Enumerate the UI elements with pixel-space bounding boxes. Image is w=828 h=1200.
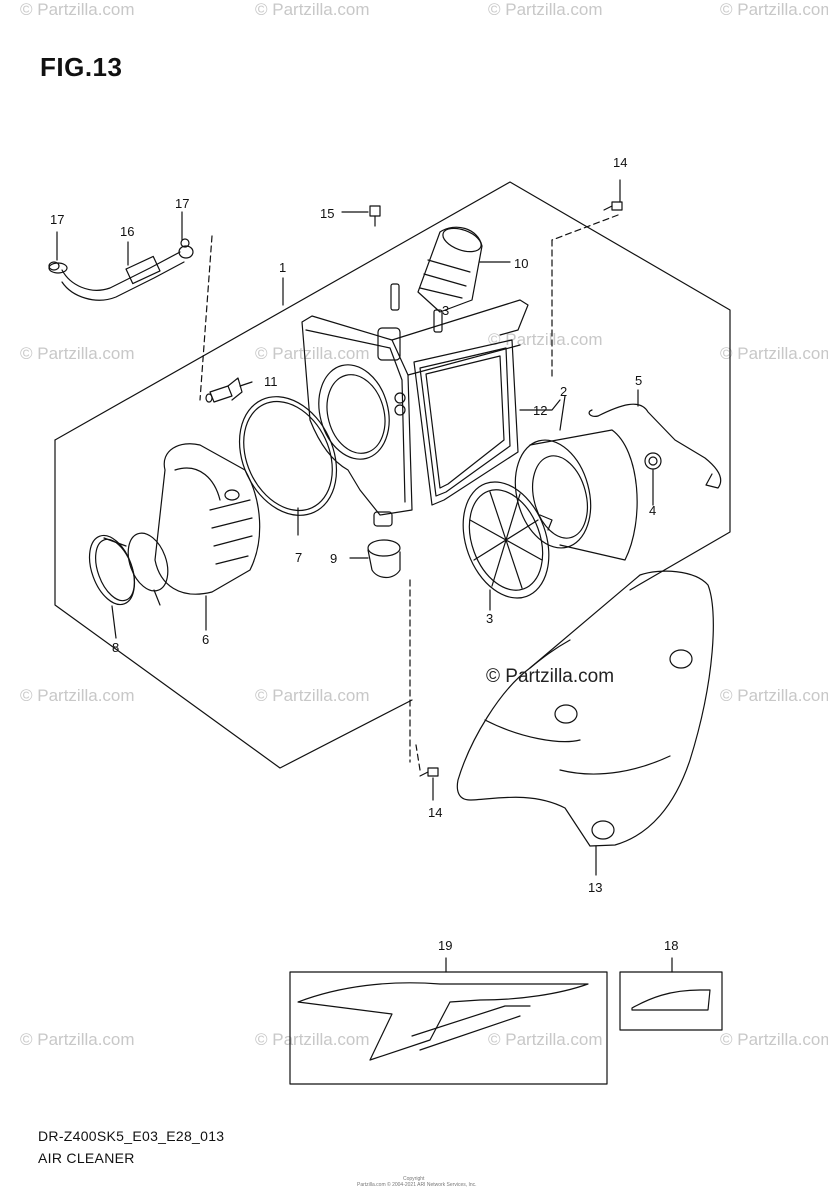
watermark: © Partzilla.com bbox=[20, 344, 135, 363]
watermark: © Partzilla.com bbox=[255, 686, 370, 705]
decal-18 bbox=[619, 971, 723, 1031]
side-cover-13 bbox=[456, 570, 714, 847]
callout-8: 8 bbox=[112, 640, 120, 655]
watermark: © Partzilla.com bbox=[255, 1030, 370, 1049]
watermark: © Partzilla.com bbox=[720, 0, 828, 19]
filter-cage-3 bbox=[462, 481, 553, 599]
clip-17-right bbox=[180, 238, 190, 248]
watermark: © Partzilla.com bbox=[488, 330, 603, 349]
intake-tube-6 bbox=[154, 443, 261, 595]
watermark: © Partzilla.com bbox=[20, 0, 135, 19]
callout-13: 13 bbox=[588, 880, 603, 895]
gasket-12 bbox=[413, 339, 519, 506]
callout-4: 4 bbox=[649, 503, 657, 518]
callout-14-bottom: 14 bbox=[428, 805, 443, 820]
section-name: AIR CLEANER bbox=[38, 1150, 135, 1166]
callout-12: 12 bbox=[533, 403, 548, 418]
callout-5: 5 bbox=[635, 373, 643, 388]
spring-5 bbox=[588, 403, 722, 489]
callout-16: 16 bbox=[120, 224, 135, 239]
filter-element-2 bbox=[514, 429, 638, 561]
assembly-boundary bbox=[54, 181, 731, 769]
rivets bbox=[390, 283, 443, 333]
bolt-14-upper bbox=[603, 201, 623, 211]
watermark: © Partzilla.com bbox=[20, 686, 135, 705]
callout-7: 7 bbox=[295, 550, 303, 565]
vent-hose-16 bbox=[48, 245, 194, 301]
copyright-line-2: Partzilla.com © 2004-2021 ARI Network Se… bbox=[357, 1182, 477, 1188]
watermark-strong: © Partzilla.com bbox=[486, 666, 615, 687]
watermark: © Partzilla.com bbox=[255, 344, 370, 363]
callout-10: 10 bbox=[514, 256, 529, 271]
boot-collar bbox=[127, 532, 169, 606]
model-code: DR-Z400SK5_E03_E28_013 bbox=[38, 1128, 225, 1144]
bolt-15 bbox=[369, 205, 381, 227]
callout-18: 18 bbox=[664, 938, 679, 953]
callout-3-top: 3 bbox=[442, 303, 450, 318]
copyright-line-1: Copyright bbox=[403, 1176, 425, 1182]
callout-15: 15 bbox=[320, 206, 335, 221]
snorkel-10 bbox=[417, 226, 483, 313]
clamp-8 bbox=[88, 534, 136, 606]
watermark: © Partzilla.com bbox=[20, 1030, 135, 1049]
watermark: © Partzilla.com bbox=[720, 686, 828, 705]
seal-9 bbox=[367, 539, 401, 579]
callout-11: 11 bbox=[264, 374, 278, 389]
callout-17-right: 17 bbox=[175, 196, 190, 211]
bolt-14-lower bbox=[419, 767, 439, 777]
ring-7 bbox=[238, 396, 338, 516]
clip-17-left bbox=[48, 261, 60, 271]
grommet-4 bbox=[644, 452, 662, 470]
figure-title: FIG.13 bbox=[40, 52, 123, 82]
callout-2: 2 bbox=[560, 384, 568, 399]
fitting-11 bbox=[205, 377, 243, 403]
airbox-body bbox=[301, 299, 529, 527]
watermark: © Partzilla.com bbox=[255, 0, 370, 19]
decal-19 bbox=[289, 971, 608, 1085]
guide-line bbox=[199, 235, 213, 401]
callout-3: 3 bbox=[486, 611, 494, 626]
watermark: © Partzilla.com bbox=[720, 1030, 828, 1049]
watermark: © Partzilla.com bbox=[488, 1030, 603, 1049]
dashed-guides bbox=[409, 214, 619, 771]
callout-14-top: 14 bbox=[613, 155, 628, 170]
watermark: © Partzilla.com bbox=[488, 0, 603, 19]
watermark: © Partzilla.com bbox=[720, 344, 828, 363]
callout-6: 6 bbox=[202, 632, 210, 647]
callout-19: 19 bbox=[438, 938, 453, 953]
leader-lines bbox=[56, 179, 673, 973]
callout-17-left: 17 bbox=[50, 212, 65, 227]
callout-9: 9 bbox=[330, 551, 338, 566]
callout-1: 1 bbox=[279, 260, 287, 275]
